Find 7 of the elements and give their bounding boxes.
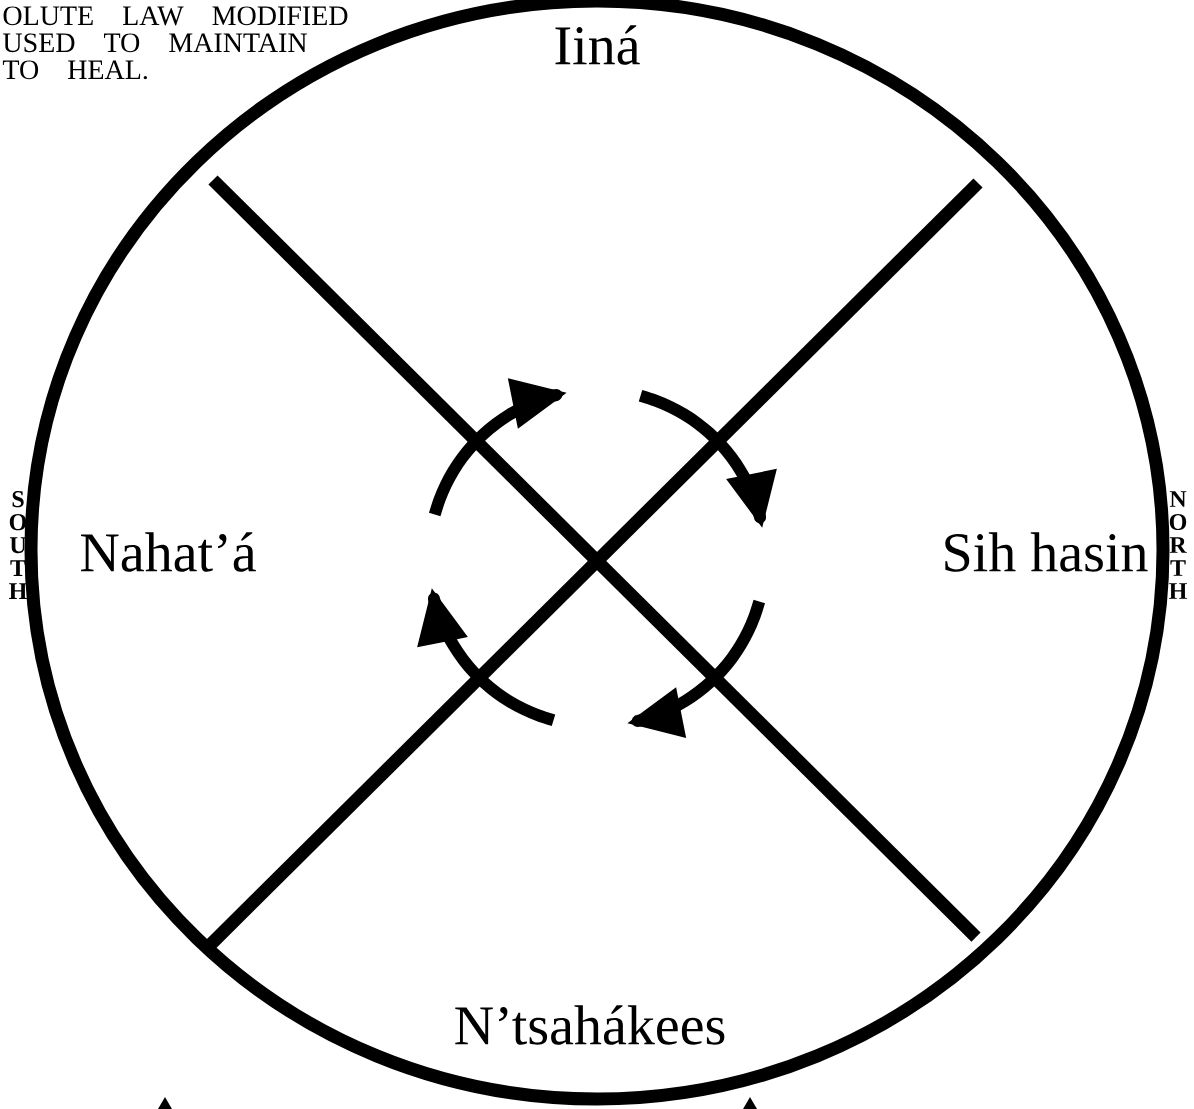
sector-name: N’tsahákees [455,1005,725,1045]
sector-name: Sih hasin [945,532,1148,572]
direction-label: SOUTH [9,491,27,599]
direction-label: NORTH [1169,491,1187,599]
note-text: OLUTE LAW MODIFIED USED TO MAINTAIN TO HEAL. [2,6,348,80]
sector-name: Nahat’á [81,532,256,572]
sector-name: Iiná [555,25,640,65]
